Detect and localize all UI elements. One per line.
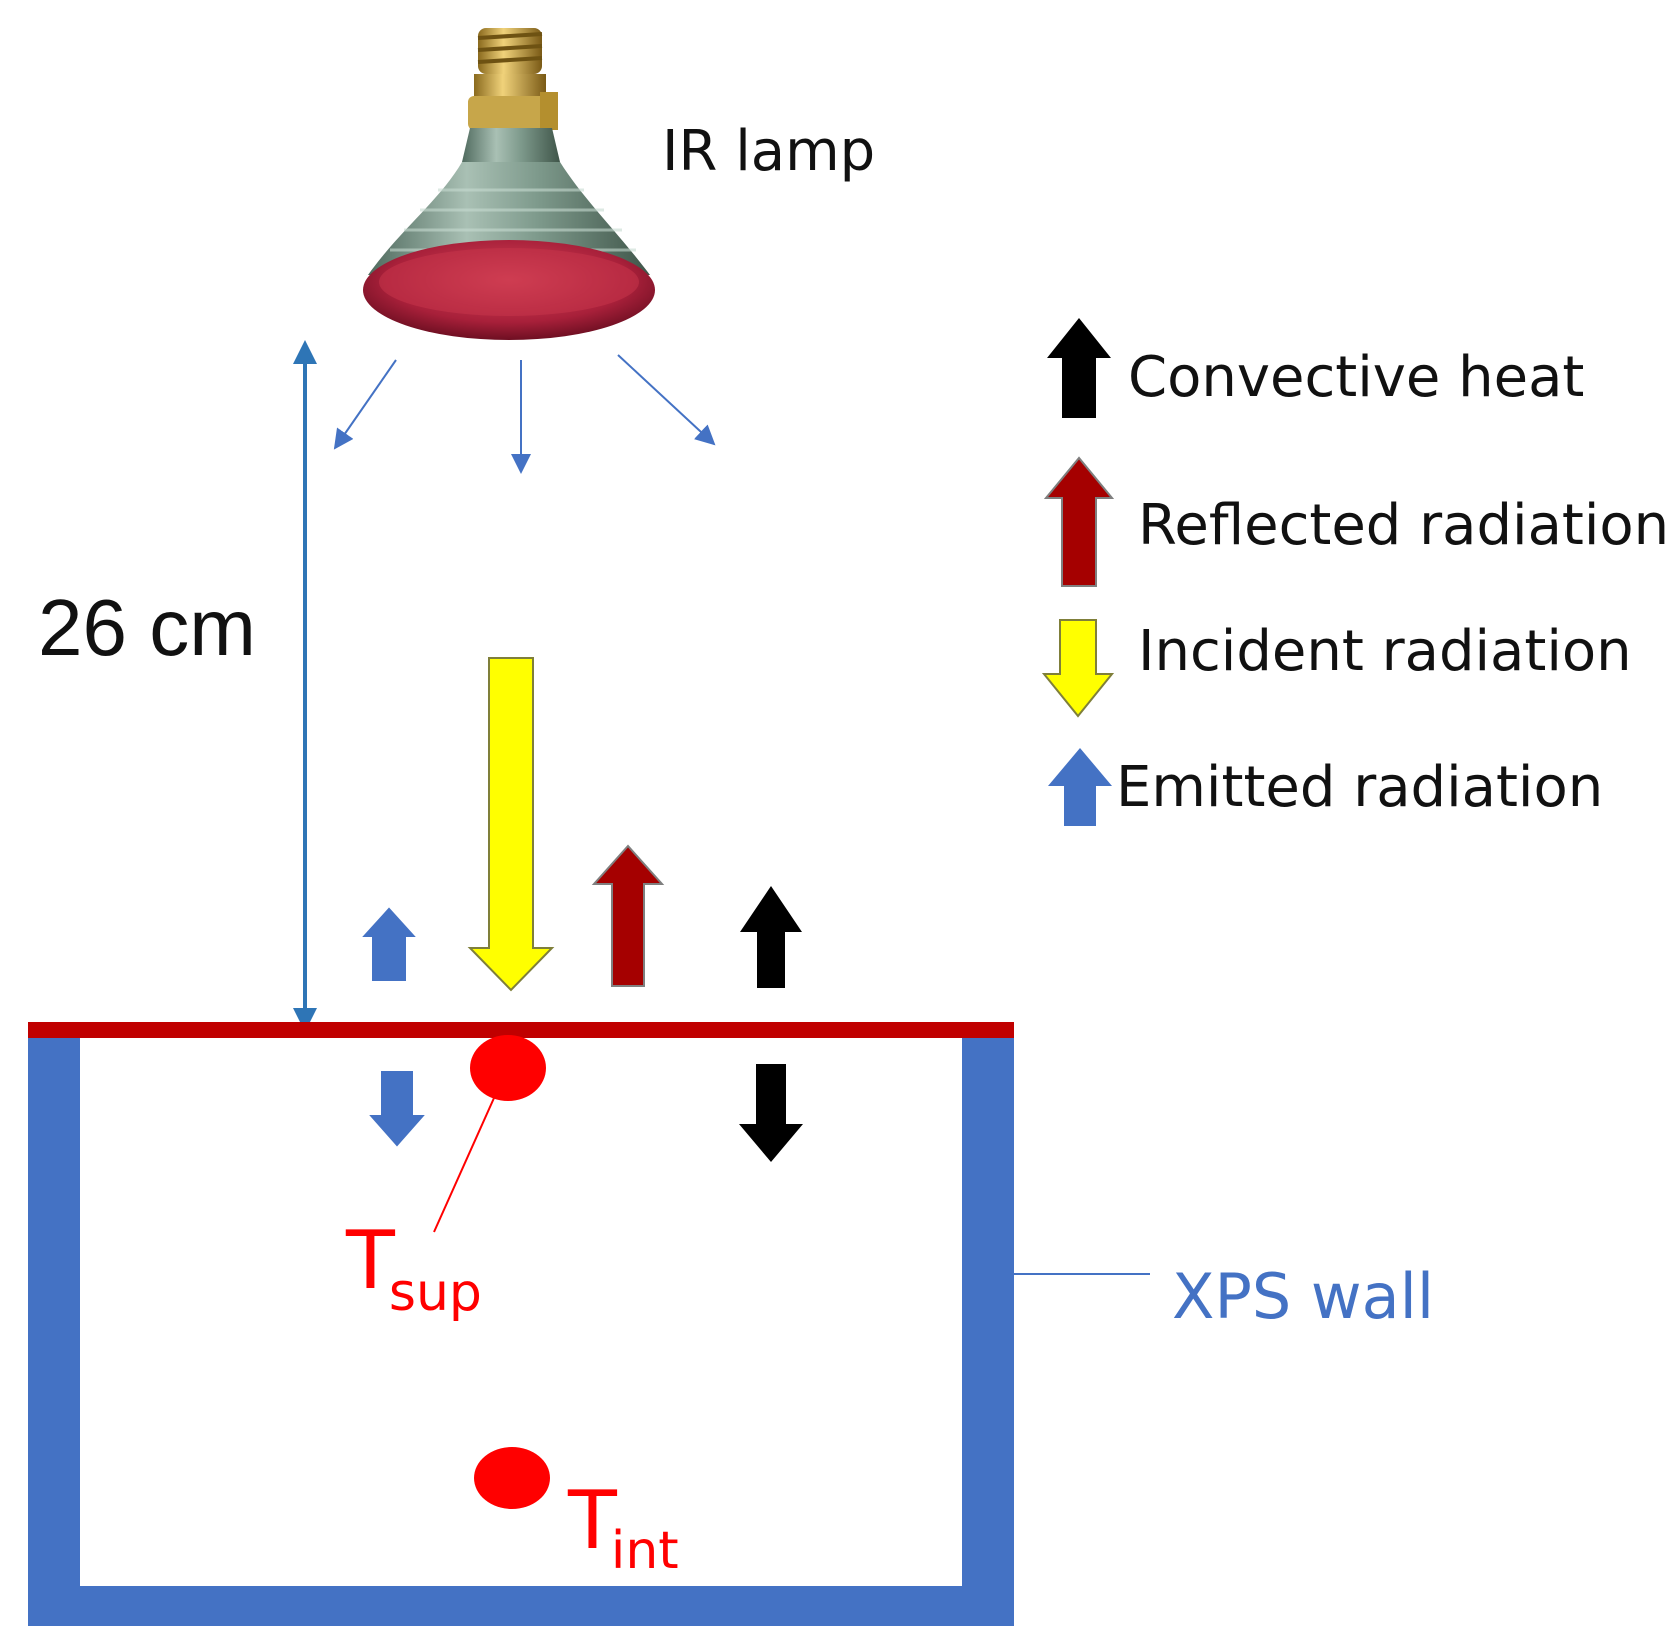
distance-label: 26 cm	[38, 583, 256, 672]
t-int-label: Tint	[567, 1474, 679, 1581]
convective-heat-up-arrow	[740, 886, 802, 988]
xps-wall-right	[962, 1022, 1014, 1626]
emitted-radiation-up-arrow	[357, 904, 421, 983]
t-sup-label: Tsup	[345, 1214, 482, 1323]
lamp-rays	[333, 354, 716, 474]
absorbing-surface	[28, 1022, 1014, 1038]
legend-item-convective: Convective heat	[1047, 318, 1584, 418]
interior-temperature-sensor	[474, 1447, 550, 1509]
legend-item-reflected: Reflected radiation	[1043, 456, 1669, 587]
legend-label: Convective heat	[1128, 345, 1584, 410]
sensor-leader-line	[433, 1097, 495, 1233]
legend: Convective heat Reflected radiation Inci…	[1041, 318, 1669, 826]
legend-label: Emitted radiation	[1116, 755, 1603, 820]
incident-radiation-arrow	[467, 657, 555, 992]
legend-label: Reflected radiation	[1138, 493, 1669, 558]
surface-temperature-sensor	[470, 1035, 546, 1101]
ir-lamp-icon	[363, 28, 655, 340]
red-up-arrow-icon	[1043, 456, 1115, 587]
reflected-radiation-arrow	[591, 844, 665, 987]
black-up-arrow-icon	[1047, 318, 1111, 418]
emitted-radiation-down-arrow	[364, 1069, 430, 1150]
blue-up-arrow-icon	[1048, 748, 1112, 826]
yellow-down-arrow-icon	[1041, 619, 1115, 718]
legend-label: Incident radiation	[1138, 619, 1632, 684]
convective-heat-down-arrow	[739, 1064, 803, 1162]
lamp-label: IR lamp	[662, 119, 875, 184]
distance-dimension-arrow	[293, 340, 317, 1032]
xps-wall-bottom	[28, 1586, 1014, 1626]
wall-label: XPS wall	[1172, 1260, 1434, 1333]
legend-item-incident: Incident radiation	[1041, 619, 1632, 718]
legend-item-emitted: Emitted radiation	[1048, 748, 1603, 826]
xps-wall-left	[28, 1022, 80, 1626]
xps-box	[28, 1022, 1014, 1626]
